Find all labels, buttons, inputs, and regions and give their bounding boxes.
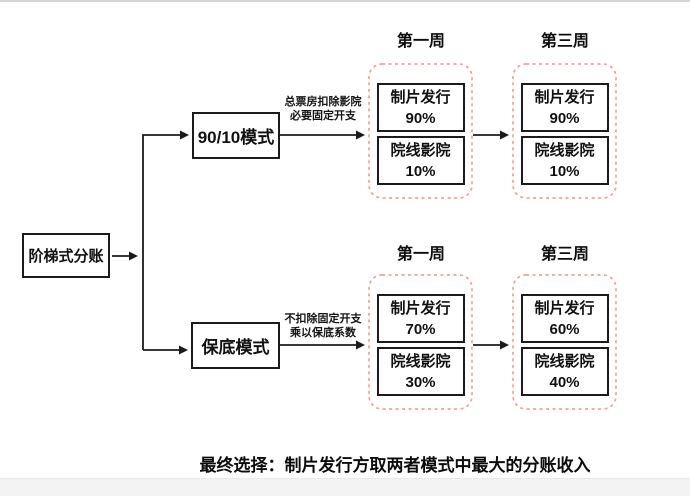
root-node: 阶梯式分账 [22, 233, 110, 278]
week-header-top-week3: 第三周 [540, 33, 589, 50]
party-label: 院线影院 [534, 352, 595, 370]
split-box-producer: 制片发行 60% [520, 294, 609, 343]
percent-label: 70% [405, 320, 436, 338]
party-label: 院线影院 [534, 141, 595, 159]
week-panel-guarantee-week1: 制片发行 70% 院线影院 30% [368, 274, 473, 410]
percent-label: 40% [549, 373, 580, 391]
split-box-producer: 制片发行 90% [376, 83, 465, 132]
percent-label: 90% [405, 109, 436, 127]
party-label: 制片发行 [534, 88, 595, 106]
percent-label: 90% [549, 109, 580, 127]
annotation-line: 必要固定开支 [290, 109, 356, 122]
party-label: 院线影院 [390, 352, 451, 370]
week-header-bottom-week3: 第三周 [540, 246, 589, 263]
arrow-trunk-to-9010 [142, 130, 189, 350]
percent-label: 10% [405, 162, 436, 180]
split-box-cinema: 院线影院 40% [520, 347, 609, 396]
arrow-annotation-top: 总票房扣除影院 必要固定开支 [277, 96, 369, 123]
party-label: 制片发行 [534, 299, 595, 317]
party-label: 制片发行 [390, 299, 451, 317]
split-box-producer: 制片发行 70% [376, 294, 465, 343]
arrow-annotation-bottom: 不扣除固定开支 乘以保底系数 [277, 313, 369, 340]
split-box-cinema: 院线影院 30% [376, 347, 465, 396]
bottom-strip [0, 478, 690, 496]
split-box-producer: 制片发行 90% [520, 83, 609, 132]
window-top-border [0, 0, 690, 2]
annotation-line: 总票房扣除影院 [284, 96, 362, 108]
split-box-cinema: 院线影院 10% [376, 136, 465, 185]
annotation-line: 不扣除固定开支 [284, 313, 362, 325]
party-label: 制片发行 [390, 88, 451, 106]
week-panel-guarantee-week3: 制片发行 60% 院线影院 40% [512, 274, 617, 410]
week-header-top-week1: 第一周 [396, 33, 445, 50]
mode-node-90-10: 90/10模式 [192, 112, 280, 159]
percent-label: 10% [549, 162, 580, 180]
week-panel-9010-week3: 制片发行 90% 院线影院 10% [512, 63, 617, 199]
split-box-cinema: 院线影院 10% [520, 136, 609, 185]
percent-label: 30% [405, 373, 436, 391]
percent-label: 60% [549, 320, 580, 338]
annotation-line: 乘以保底系数 [290, 326, 356, 339]
final-choice-text: 最终选择：制片发行方取两者模式中最大的分账收入 [199, 456, 591, 475]
mode-node-guarantee: 保底模式 [191, 322, 280, 369]
week-header-bottom-week1: 第一周 [396, 246, 445, 263]
party-label: 院线影院 [390, 141, 451, 159]
week-panel-9010-week1: 制片发行 90% 院线影院 10% [368, 63, 473, 199]
